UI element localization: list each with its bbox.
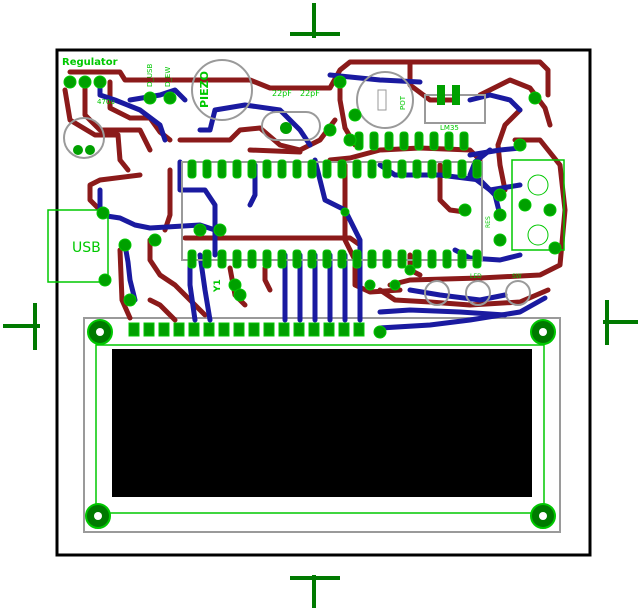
lcd-header-pads — [128, 322, 365, 337]
registration-mark-right-icon — [603, 300, 638, 345]
microcontroller-ic — [181, 159, 483, 269]
push-button — [511, 159, 565, 251]
usb-connector: USB — [47, 209, 109, 283]
second-ic-row — [354, 131, 469, 151]
top-copper-traces — [62, 59, 568, 323]
lcd-module — [83, 317, 561, 533]
crystal-oscillator — [261, 111, 321, 141]
registration-mark-left-icon — [3, 303, 40, 350]
usb-label: USB — [72, 240, 101, 256]
cap-22pf-a-label: 22pF — [272, 89, 292, 98]
cap-470u-label: 470u — [97, 98, 115, 106]
leds — [424, 280, 531, 306]
registration-mark-bottom-icon — [290, 575, 340, 608]
led-label: LED — [470, 273, 482, 280]
piezo-buzzer: PIEZO — [191, 59, 253, 121]
piezo-label: PIEZO — [198, 71, 211, 108]
pot-label: POT — [399, 95, 407, 110]
vias-and-pads — [63, 75, 562, 339]
board-outline — [55, 48, 592, 557]
registration-mark-top-icon — [290, 3, 340, 38]
y1-label: Y1 — [213, 279, 223, 293]
capacitor-electrolytic — [63, 117, 105, 159]
regulator-label: Regulator — [62, 57, 118, 68]
lcd-display-window — [112, 349, 532, 497]
sw-label: SW — [512, 273, 522, 280]
cap-22pf-b-label: 22pF — [300, 89, 320, 98]
lm35-sensor — [424, 85, 486, 124]
d-ew-label: D_EW — [164, 67, 172, 87]
bottom-copper-traces — [97, 72, 548, 331]
reset-label: RES — [485, 216, 492, 228]
lm35-label: LM35 — [440, 124, 459, 132]
d-usb-label: D_USB — [146, 64, 154, 87]
potentiometer — [356, 71, 414, 129]
